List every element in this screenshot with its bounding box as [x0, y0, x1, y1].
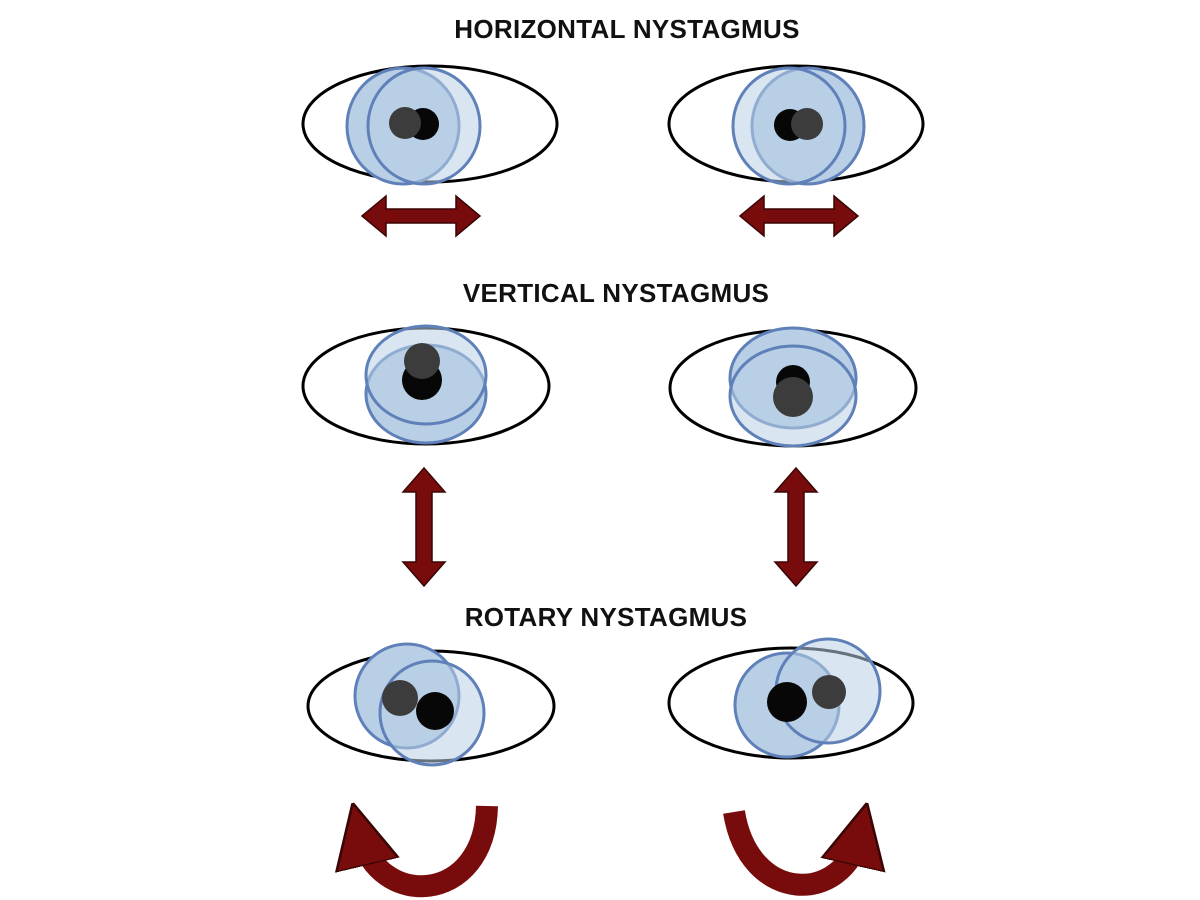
- horizontal-right-eye: [667, 64, 925, 186]
- pupil: [404, 343, 440, 379]
- rotary-right-eye: [667, 637, 915, 760]
- rotary-nystagmus-section: ROTARY NYSTAGMUS: [306, 602, 915, 898]
- vertical-nystagmus-section: VERTICAL NYSTAGMUS: [301, 278, 918, 588]
- curved-arrow-icon: [360, 806, 498, 898]
- double-vertical-arrow-icon: [401, 466, 447, 588]
- double-vertical-arrow-icon: [773, 466, 819, 588]
- rotary-nystagmus-title: ROTARY NYSTAGMUS: [465, 602, 748, 632]
- horizontal-nystagmus-section: HORIZONTAL NYSTAGMUS: [301, 14, 925, 238]
- double-horizontal-arrow-icon: [360, 194, 482, 238]
- horizontal-nystagmus-title: HORIZONTAL NYSTAGMUS: [454, 14, 799, 44]
- pupil: [791, 108, 823, 140]
- double-horizontal-arrow-icon: [738, 194, 860, 238]
- vertical-left-eye: [301, 324, 551, 446]
- curved-arrow-icon: [723, 812, 860, 896]
- rotary-left-eye: [306, 642, 556, 767]
- vertical-right-eye: [668, 326, 918, 448]
- pupil: [389, 107, 421, 139]
- vertical-nystagmus-title: VERTICAL NYSTAGMUS: [463, 278, 769, 308]
- pupil: [382, 680, 418, 716]
- pupil: [416, 692, 454, 730]
- pupil: [812, 675, 846, 709]
- pupil: [767, 682, 807, 722]
- horizontal-left-eye: [301, 64, 559, 186]
- pupil: [773, 377, 813, 417]
